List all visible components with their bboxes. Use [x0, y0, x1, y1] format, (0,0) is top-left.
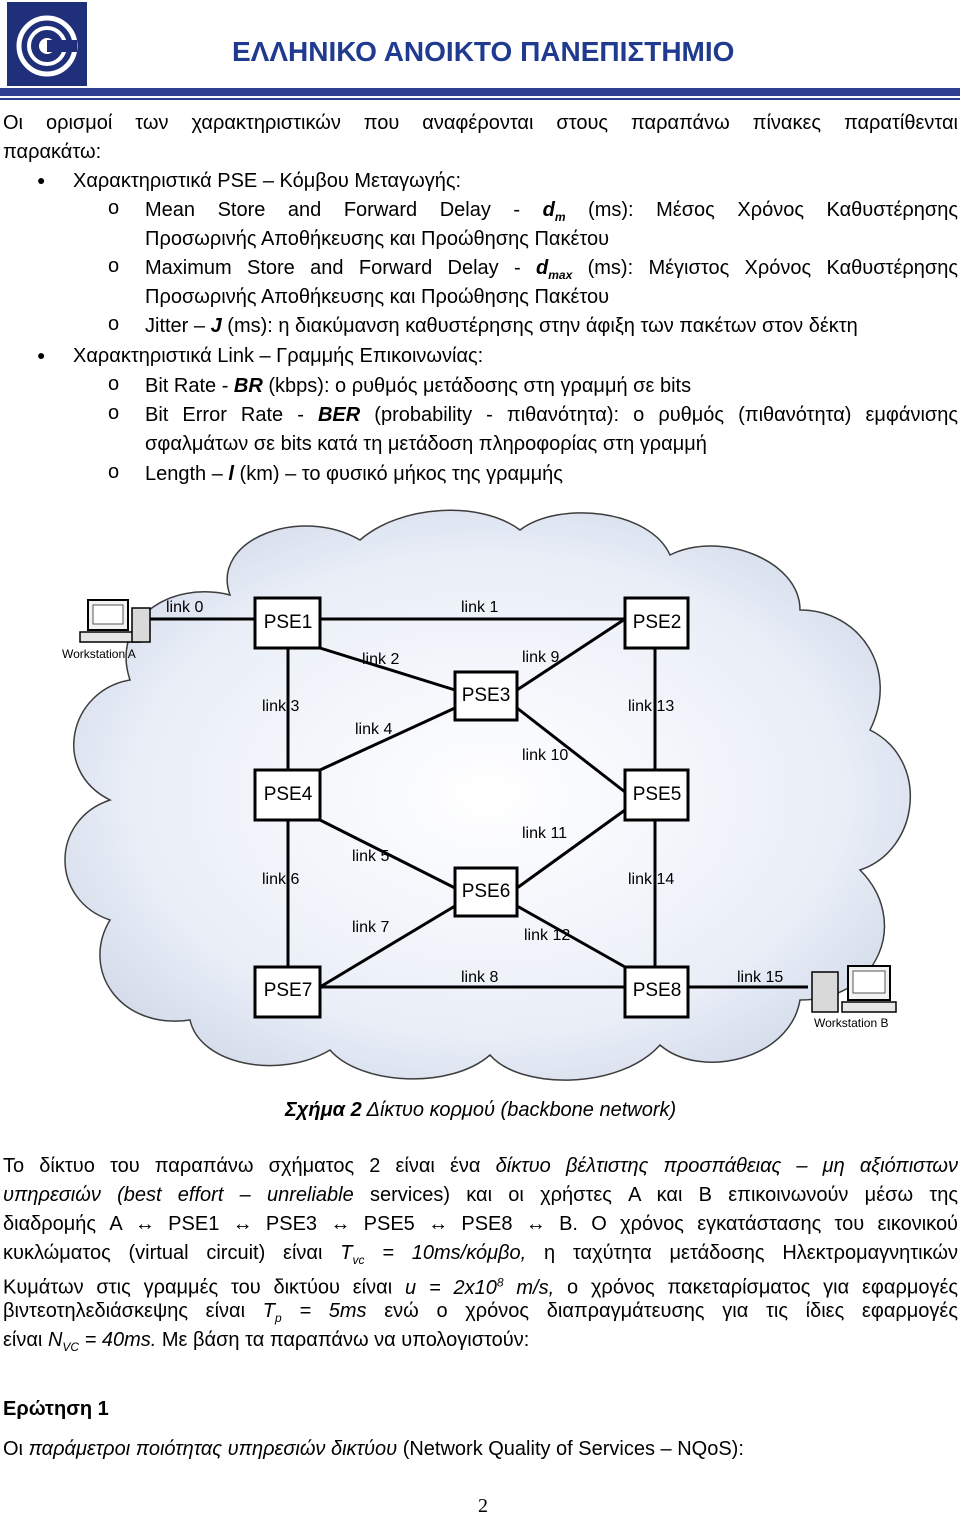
sub-bullet: o — [108, 402, 120, 424]
pse5-label: PSE5 — [633, 784, 682, 805]
figure-caption: Σχήμα 2 Δίκτυο κορμού (backbone network) — [285, 1099, 677, 1121]
pse3-box — [453, 670, 519, 722]
link-2-label: link 2 — [362, 651, 399, 668]
sub-bullet: o — [108, 197, 120, 219]
header-rule-thin — [0, 98, 960, 100]
body-line-7: είναι NVC = 40ms. Με βάση τα παραπάνω να… — [3, 1329, 530, 1354]
link-15-label: link 15 — [737, 969, 783, 986]
pse-heading: Χαρακτηριστικά PSE – Κόμβου Μεταγωγής: — [73, 170, 462, 192]
link-14-label: link 14 — [628, 871, 674, 888]
workstation-b-label: Workstation B — [814, 1016, 888, 1030]
pse4-box — [253, 768, 322, 822]
cloud-shape — [64, 509, 912, 1081]
pse6-label: PSE6 — [462, 881, 511, 902]
sub-bullet: o — [108, 255, 120, 277]
link-heading: Χαρακτηριστικά Link – Γραμμής Επικοινωνί… — [73, 345, 484, 367]
pse-item-2-line2: Προσωρινής Αποθήκευσης και Προώθησης Πακ… — [145, 286, 610, 308]
body-line-4: κυκλώματος (virtual circuit) είναι Tvc =… — [3, 1242, 958, 1267]
question-text: Οι παράμετροι ποιότητας υπηρεσιών δικτύο… — [3, 1438, 744, 1460]
pse4-label: PSE4 — [264, 784, 313, 805]
pse2-box — [623, 596, 690, 650]
link-item-1: Bit Rate - BR (kbps): ο ρυθμός μετάδοσης… — [145, 375, 692, 397]
link-7-line — [319, 904, 456, 989]
link-5-label: link 5 — [352, 848, 389, 865]
pse-item-2: Maximum Store and Forward Delay - dmax (… — [145, 257, 958, 282]
pse8-box — [623, 965, 690, 1019]
link-item-2: Bit Error Rate - BER (probability - πιθα… — [145, 404, 959, 426]
link-7-label: link 7 — [352, 919, 389, 936]
link-3-label: link 3 — [262, 698, 299, 715]
body-line-6: βιντεοτηλεδιάσκεψης είναι Tp = 5ms ενώ ο… — [3, 1300, 958, 1325]
pse6-box — [453, 866, 519, 918]
link-13-label: link 13 — [628, 698, 674, 715]
pse1-box — [253, 596, 322, 650]
pse5-box — [623, 768, 690, 822]
pse2-label: PSE2 — [633, 612, 682, 633]
sub-bullet: o — [108, 373, 120, 395]
body-line-3: διαδρομής A ↔ PSE1 ↔ PSE3 ↔ PSE5 ↔ PSE8 … — [3, 1213, 958, 1235]
bullet-link: ● — [37, 347, 46, 363]
link-4-label: link 4 — [355, 721, 392, 738]
link-12-line — [516, 904, 626, 969]
intro-line-2: παρακάτω: — [3, 141, 102, 163]
link-item-3: Length – l (km) – το φυσικό μήκος της γρ… — [145, 463, 563, 485]
link-10-line — [516, 706, 626, 794]
link-10-label: link 10 — [522, 747, 568, 764]
link-6-label: link 6 — [262, 871, 299, 888]
workstation-a-icon — [79, 599, 151, 643]
link-11-line — [516, 808, 626, 890]
bullet-pse: ● — [37, 172, 46, 188]
header-rule — [0, 88, 960, 96]
link-4-line — [319, 706, 456, 772]
question-title: Ερώτηση 1 — [3, 1398, 109, 1420]
intro-line-1: Οι ορισμοί των χαρακτηριστικών που αναφέ… — [3, 112, 958, 134]
pse-item-1-line2: Προσωρινής Αποθήκευσης και Προώθησης Πακ… — [145, 228, 610, 250]
link-5-line — [319, 818, 456, 890]
link-2-line — [319, 646, 456, 692]
link-item-2-line2: σφαλμάτων σε bits κατά τη μετάδοση πληρο… — [145, 433, 707, 455]
link-11-label: link 11 — [522, 825, 567, 842]
link-8-label: link 8 — [461, 969, 498, 986]
link-1-label: link 1 — [461, 599, 498, 616]
pse-item-3: Jitter – J (ms): η διακύμανση καθυστέρησ… — [145, 315, 858, 337]
header-title: ΕΛΛΗΝΙΚΟ ΑΝΟΙΚΤΟ ΠΑΝΕΠΙΣΤΗΜΙΟ — [232, 36, 735, 67]
workstation-b-icon — [811, 965, 897, 1013]
pse8-label: PSE8 — [633, 980, 682, 1001]
body-line-2: υπηρεσιών (best effort – unreliable serv… — [3, 1184, 958, 1206]
university-logo — [7, 2, 87, 86]
page-number: 2 — [478, 1495, 488, 1517]
sub-bullet: o — [108, 461, 120, 483]
link-9-label: link 9 — [522, 649, 559, 666]
pse1-label: PSE1 — [264, 612, 313, 633]
pse7-box — [253, 965, 322, 1019]
pse3-label: PSE3 — [462, 685, 511, 706]
link-0-label: link 0 — [166, 599, 203, 616]
pse7-label: PSE7 — [264, 980, 313, 1001]
link-12-label: link 12 — [524, 927, 570, 944]
workstation-a-label: Workstation A — [62, 647, 136, 661]
body-line-5: Κυμάτων στις γραμμές του δικτύου είναι u… — [3, 1275, 959, 1299]
backbone-network-diagram: PSE1 PSE2 PSE3 PSE4 PSE5 PSE6 PSE7 PSE8 … — [62, 509, 912, 1081]
body-line-1: Το δίκτυο του παραπάνω σχήματος 2 είναι … — [3, 1155, 958, 1177]
pse-item-1: Mean Store and Forward Delay - dm (ms): … — [145, 199, 958, 224]
link-9-line — [516, 617, 626, 692]
sub-bullet: o — [108, 313, 120, 335]
